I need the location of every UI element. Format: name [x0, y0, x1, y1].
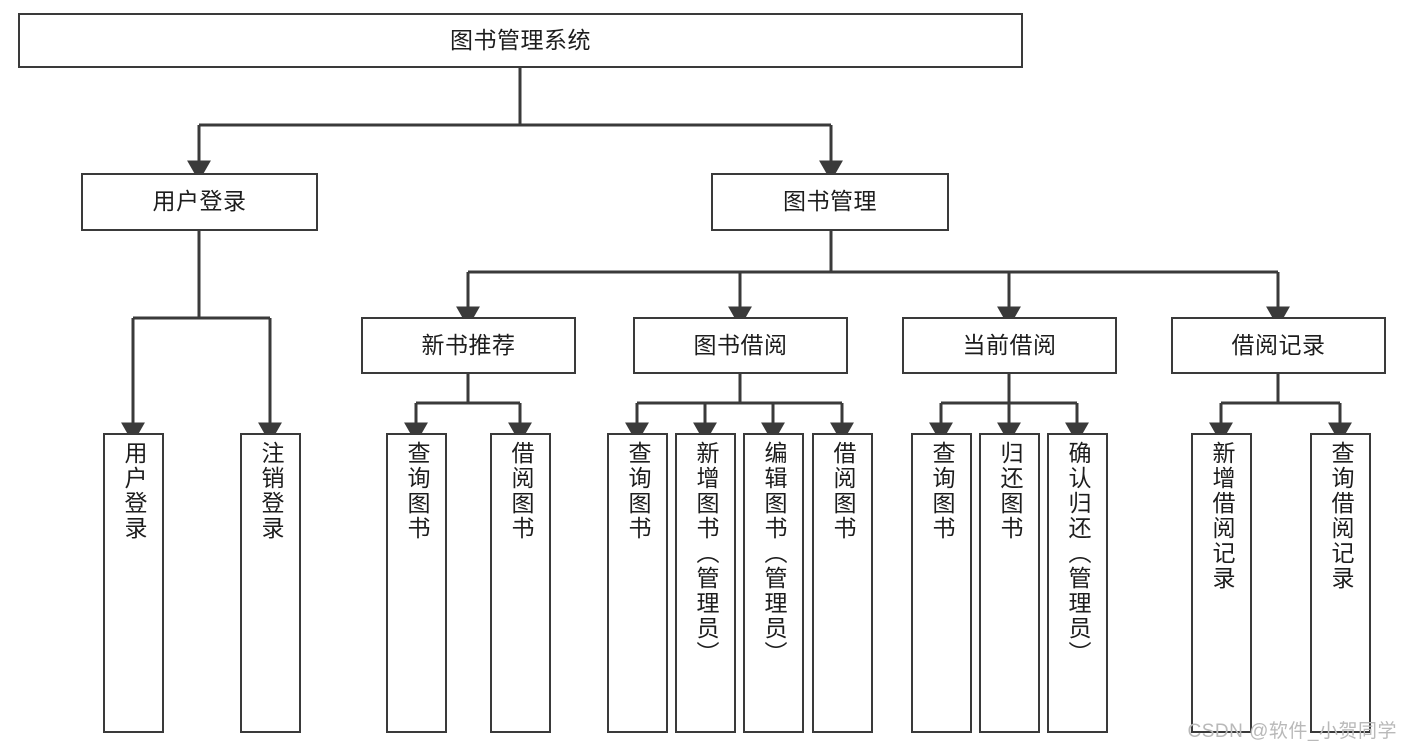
leaf-user-login[interactable]: 用户登录 [103, 433, 164, 733]
leaf-query-book-2[interactable]: 查询图书 [607, 433, 668, 733]
leaf-confirm-return[interactable]: 确认归还（管理员） [1047, 433, 1108, 733]
leaf-borrow-book-2[interactable]: 借阅图书 [812, 433, 873, 733]
node-new-book-recommend-label: 新书推荐 [421, 331, 516, 358]
leaf-query-book-3-label: 查询图书 [929, 441, 955, 541]
leaf-logout-login-label: 注销登录 [258, 441, 284, 541]
node-user-login-label: 用户登录 [152, 188, 247, 215]
leaf-edit-book[interactable]: 编辑图书（管理员） [743, 433, 804, 733]
leaf-add-record[interactable]: 新增借阅记录 [1191, 433, 1252, 733]
leaf-borrow-book-1[interactable]: 借阅图书 [490, 433, 551, 733]
leaf-query-book-2-label: 查询图书 [625, 441, 651, 541]
leaf-user-login-label: 用户登录 [121, 441, 147, 541]
leaf-query-record-label: 查询借阅记录 [1328, 441, 1354, 591]
node-borrow-record-label: 借阅记录 [1231, 331, 1326, 358]
node-root-label: 图书管理系统 [450, 26, 591, 53]
leaf-borrow-book-2-label: 借阅图书 [830, 441, 856, 541]
node-book-borrow[interactable]: 图书借阅 [633, 317, 848, 374]
leaf-add-record-label: 新增借阅记录 [1209, 441, 1235, 591]
leaf-add-book[interactable]: 新增图书（管理员） [675, 433, 736, 733]
leaf-borrow-book-1-label: 借阅图书 [508, 441, 534, 541]
leaf-query-book-1[interactable]: 查询图书 [386, 433, 447, 733]
leaf-edit-book-label: 编辑图书（管理员） [761, 441, 787, 666]
leaf-return-book[interactable]: 归还图书 [979, 433, 1040, 733]
leaf-confirm-return-label: 确认归还（管理员） [1065, 441, 1091, 666]
leaf-query-book-3[interactable]: 查询图书 [911, 433, 972, 733]
node-root[interactable]: 图书管理系统 [18, 13, 1023, 68]
node-borrow-record[interactable]: 借阅记录 [1171, 317, 1386, 374]
watermark-text: CSDN @软件_小贺同学 [1187, 721, 1397, 742]
leaf-return-book-label: 归还图书 [997, 441, 1023, 541]
node-book-borrow-label: 图书借阅 [693, 331, 788, 358]
node-new-book-recommend[interactable]: 新书推荐 [361, 317, 576, 374]
leaf-query-record[interactable]: 查询借阅记录 [1310, 433, 1371, 733]
node-book-manage-label: 图书管理 [783, 188, 877, 215]
node-user-login[interactable]: 用户登录 [81, 173, 318, 231]
leaf-query-book-1-label: 查询图书 [404, 441, 430, 541]
node-current-borrow-label: 当前借阅 [962, 331, 1057, 358]
leaf-add-book-label: 新增图书（管理员） [693, 441, 719, 666]
node-current-borrow[interactable]: 当前借阅 [902, 317, 1117, 374]
node-book-manage[interactable]: 图书管理 [711, 173, 949, 231]
leaf-logout-login[interactable]: 注销登录 [240, 433, 301, 733]
